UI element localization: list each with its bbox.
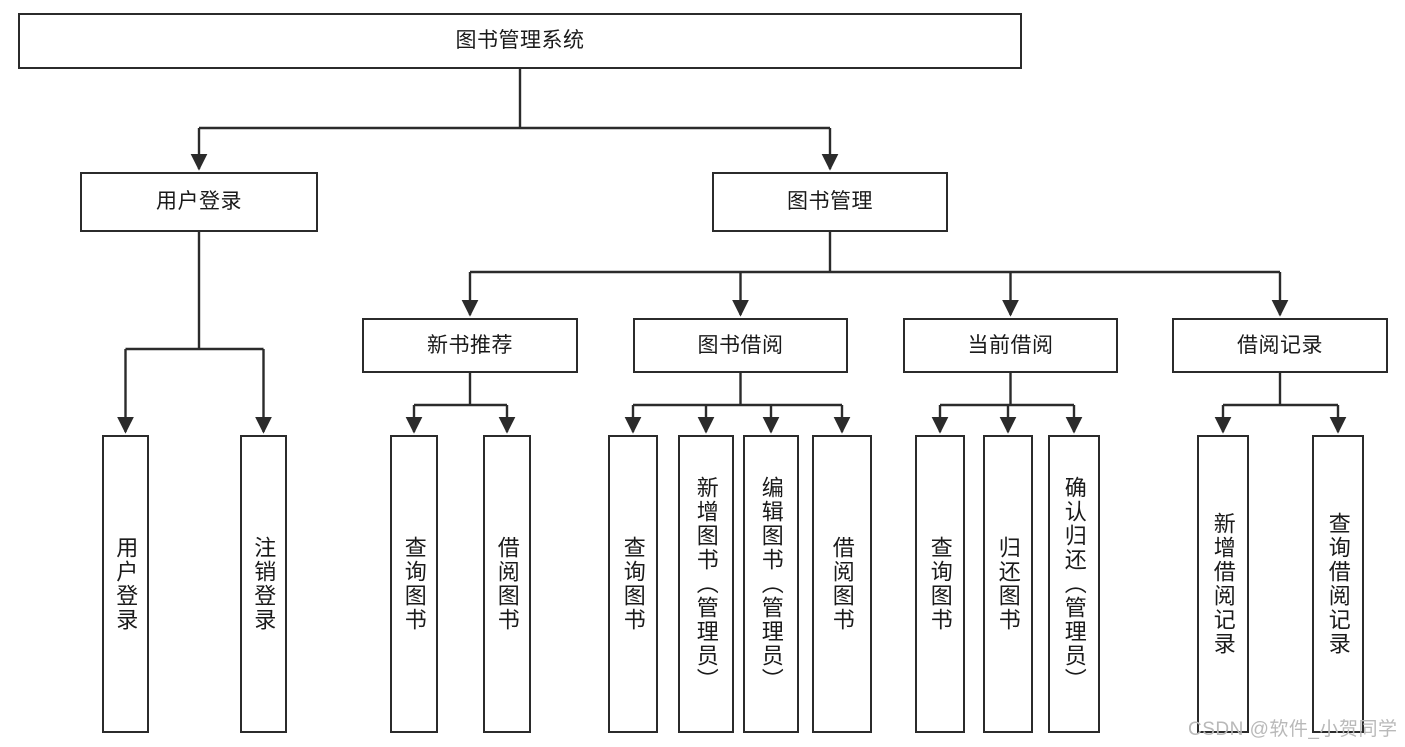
node-label: 借阅图书 xyxy=(829,536,855,632)
node-label: 注销登录 xyxy=(251,536,277,632)
node-leaf-borrow-add[interactable]: 新增图书（管理员） xyxy=(678,435,734,733)
node-leaf-new-query[interactable]: 查询图书 xyxy=(390,435,438,733)
node-label: 查询借阅记录 xyxy=(1325,512,1351,656)
node-label: 新增借阅记录 xyxy=(1210,512,1236,656)
node-label: 图书管理系统 xyxy=(455,29,585,53)
node-root[interactable]: 图书管理系统 xyxy=(18,13,1022,69)
watermark-label: CSDN @软件_小贺同学 xyxy=(1188,719,1398,740)
node-label: 查询图书 xyxy=(927,536,953,632)
node-label: 查询图书 xyxy=(620,536,646,632)
node-leaf-borrow-do[interactable]: 借阅图书 xyxy=(812,435,872,733)
node-leaf-user-login[interactable]: 用户登录 xyxy=(102,435,149,733)
node-leaf-cur-confirm[interactable]: 确认归还（管理员） xyxy=(1048,435,1100,733)
node-records[interactable]: 借阅记录 xyxy=(1172,318,1388,373)
node-leaf-borrow-edit[interactable]: 编辑图书（管理员） xyxy=(743,435,799,733)
node-label: 图书管理 xyxy=(787,190,873,214)
node-label: 确认归还（管理员） xyxy=(1061,476,1087,692)
node-leaf-user-logout[interactable]: 注销登录 xyxy=(240,435,287,733)
node-label: 新书推荐 xyxy=(427,333,513,357)
node-leaf-new-borrow[interactable]: 借阅图书 xyxy=(483,435,531,733)
node-label: 借阅记录 xyxy=(1237,333,1323,357)
node-label: 编辑图书（管理员） xyxy=(758,476,784,692)
node-label: 借阅图书 xyxy=(494,536,520,632)
node-current[interactable]: 当前借阅 xyxy=(903,318,1118,373)
node-label: 用户登录 xyxy=(156,190,242,214)
node-leaf-rec-add[interactable]: 新增借阅记录 xyxy=(1197,435,1249,733)
node-label: 图书借阅 xyxy=(697,333,784,357)
node-label: 新增图书（管理员） xyxy=(693,476,719,692)
node-leaf-borrow-query[interactable]: 查询图书 xyxy=(608,435,658,733)
node-leaf-rec-query[interactable]: 查询借阅记录 xyxy=(1312,435,1364,733)
node-label: 查询图书 xyxy=(401,536,427,632)
node-leaf-cur-return[interactable]: 归还图书 xyxy=(983,435,1033,733)
node-bookmgmt[interactable]: 图书管理 xyxy=(712,172,948,232)
node-label: 归还图书 xyxy=(995,536,1021,632)
node-borrow[interactable]: 图书借阅 xyxy=(633,318,848,373)
node-label: 当前借阅 xyxy=(967,333,1054,357)
node-newbook[interactable]: 新书推荐 xyxy=(362,318,578,373)
node-leaf-cur-query[interactable]: 查询图书 xyxy=(915,435,965,733)
node-login[interactable]: 用户登录 xyxy=(80,172,318,232)
node-label: 用户登录 xyxy=(113,536,139,632)
